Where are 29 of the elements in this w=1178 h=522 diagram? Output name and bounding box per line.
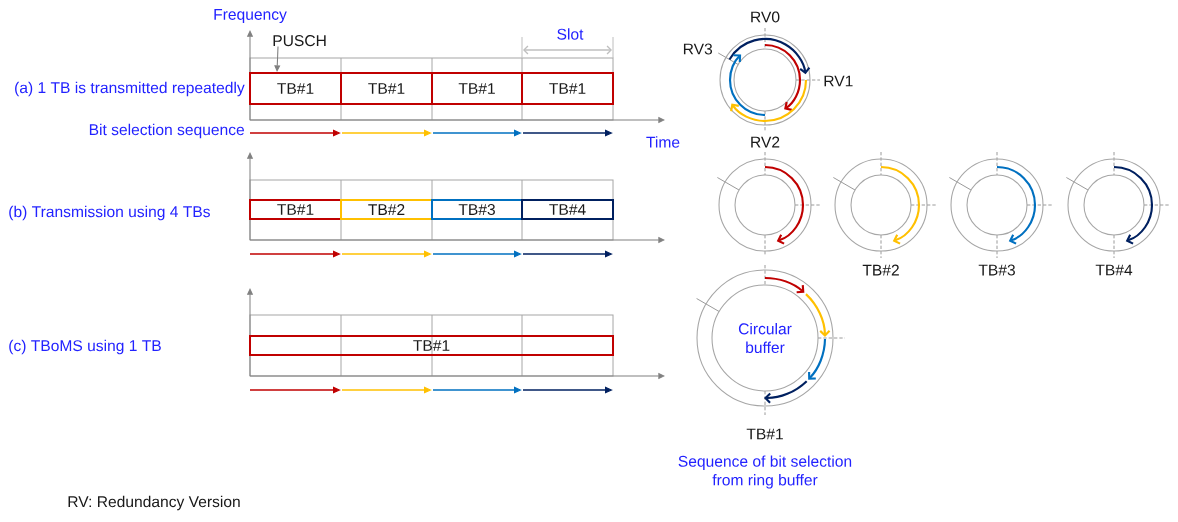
- ring-label: TB#4: [1095, 264, 1133, 276]
- transport-block-box: TB#1: [249, 335, 614, 356]
- ring-label: TB#1: [746, 428, 783, 440]
- ring-label: TB#2: [862, 264, 899, 276]
- ring-label: RV1: [824, 75, 853, 87]
- transport-block-box: TB#1: [340, 72, 433, 105]
- ring-label: TB#3: [978, 264, 1015, 276]
- row-label: Bit selection sequence: [89, 123, 244, 139]
- transport-block-box: TB#1: [249, 72, 342, 105]
- axis-label: Frequency: [214, 9, 287, 23]
- dimension-label: Slot: [557, 28, 584, 40]
- transport-block-box: TB#1: [431, 72, 523, 105]
- callout-label: PUSCH: [273, 35, 326, 47]
- ring-label: RV2: [751, 136, 780, 148]
- ring-label: RV3: [683, 43, 713, 55]
- transport-block-box: TB#1: [521, 72, 614, 105]
- caption: Sequence of bit selection from ring buffer: [678, 455, 852, 489]
- transport-block-box: TB#3: [431, 199, 523, 220]
- transport-block-box: TB#2: [340, 199, 433, 220]
- transport-block-box: TB#1: [249, 199, 342, 220]
- row-label: (b) Transmission using 4 TBs: [9, 205, 210, 221]
- ring-label: RV0: [751, 11, 780, 23]
- transport-block-box: TB#4: [521, 199, 614, 220]
- leader-arrow: [274, 45, 281, 72]
- footnote: RV: Redundancy Version: [68, 495, 240, 511]
- axis-label: Time: [646, 136, 680, 148]
- ring-buffer: Circular buffer: [696, 269, 834, 407]
- row-label: (c) TBoMS using 1 TB: [9, 339, 161, 355]
- ring-buffer: [718, 158, 812, 252]
